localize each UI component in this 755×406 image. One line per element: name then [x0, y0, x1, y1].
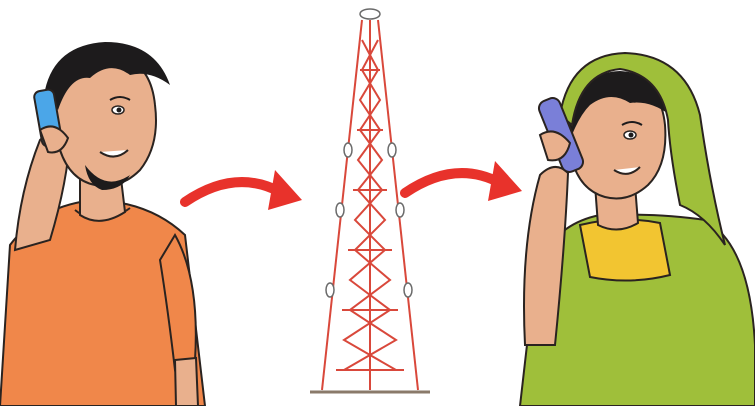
red-curved-arrow-icon [400, 155, 525, 215]
woman-on-phone-icon [510, 45, 755, 406]
red-curved-arrow-icon [180, 160, 305, 220]
